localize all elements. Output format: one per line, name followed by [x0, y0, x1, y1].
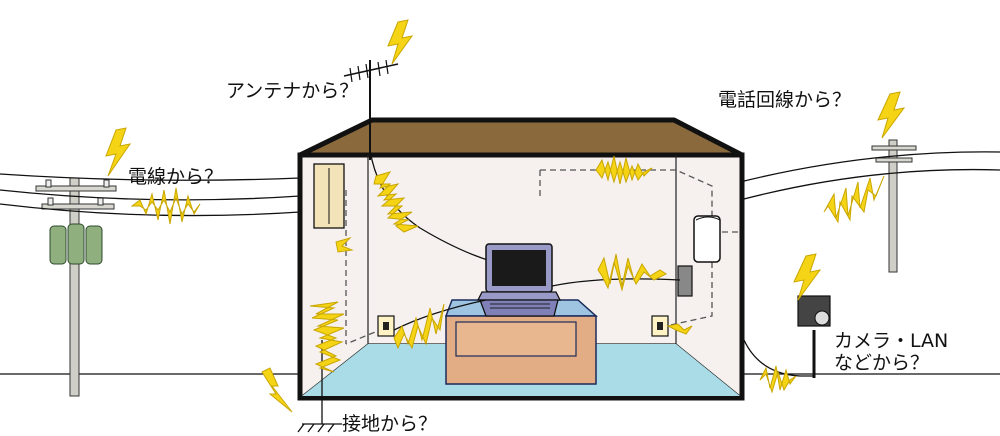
surge-camera-cable — [759, 365, 797, 394]
surge-antenna-cable — [373, 171, 419, 233]
desk — [444, 299, 598, 385]
surge-indoor-left — [335, 236, 354, 253]
lightning-bolt-power-icon — [105, 127, 132, 177]
left-utility-pole — [35, 177, 117, 397]
lightning-bolt-antenna-icon — [387, 19, 414, 65]
surge-laptop-cable — [597, 253, 667, 292]
label-camera-lan-line2: などから？ — [834, 352, 930, 374]
surge-outlet-left — [393, 303, 445, 350]
label-ground: 接地から？ — [342, 413, 438, 435]
label-camera-lan: カメラ・LAN などから？ — [834, 330, 948, 374]
distribution-panel — [313, 163, 345, 229]
wall-outlet-left — [377, 315, 395, 337]
router-device — [693, 215, 721, 263]
surge-noise-group — [130, 155, 885, 394]
lightning-bolt-ground-icon — [261, 367, 293, 413]
label-phone-line: 電話回線から？ — [718, 89, 852, 111]
surge-power-line — [130, 187, 201, 225]
surge-phone-line — [823, 175, 885, 224]
lightning-bolt-phone-icon — [877, 91, 906, 139]
surge-ground-wire — [309, 301, 345, 373]
surge-back-wall — [595, 155, 653, 185]
surge-outlet-right — [666, 323, 693, 335]
house-roof — [297, 117, 745, 158]
phone-lines-right — [739, 151, 1000, 201]
ground-rod — [297, 340, 342, 433]
phone-line-box — [677, 265, 693, 297]
label-power-line: 電線から？ — [128, 166, 224, 188]
right-utility-pole — [871, 139, 917, 273]
laptop-computer — [476, 243, 562, 317]
lightning-bolt-camera-icon — [793, 253, 822, 301]
lightning-group — [105, 19, 906, 413]
security-camera — [743, 295, 831, 378]
wall-outlet-right — [651, 315, 669, 337]
label-antenna: アンテナから？ — [226, 80, 359, 102]
label-camera-lan-line1: カメラ・LAN — [834, 330, 949, 352]
